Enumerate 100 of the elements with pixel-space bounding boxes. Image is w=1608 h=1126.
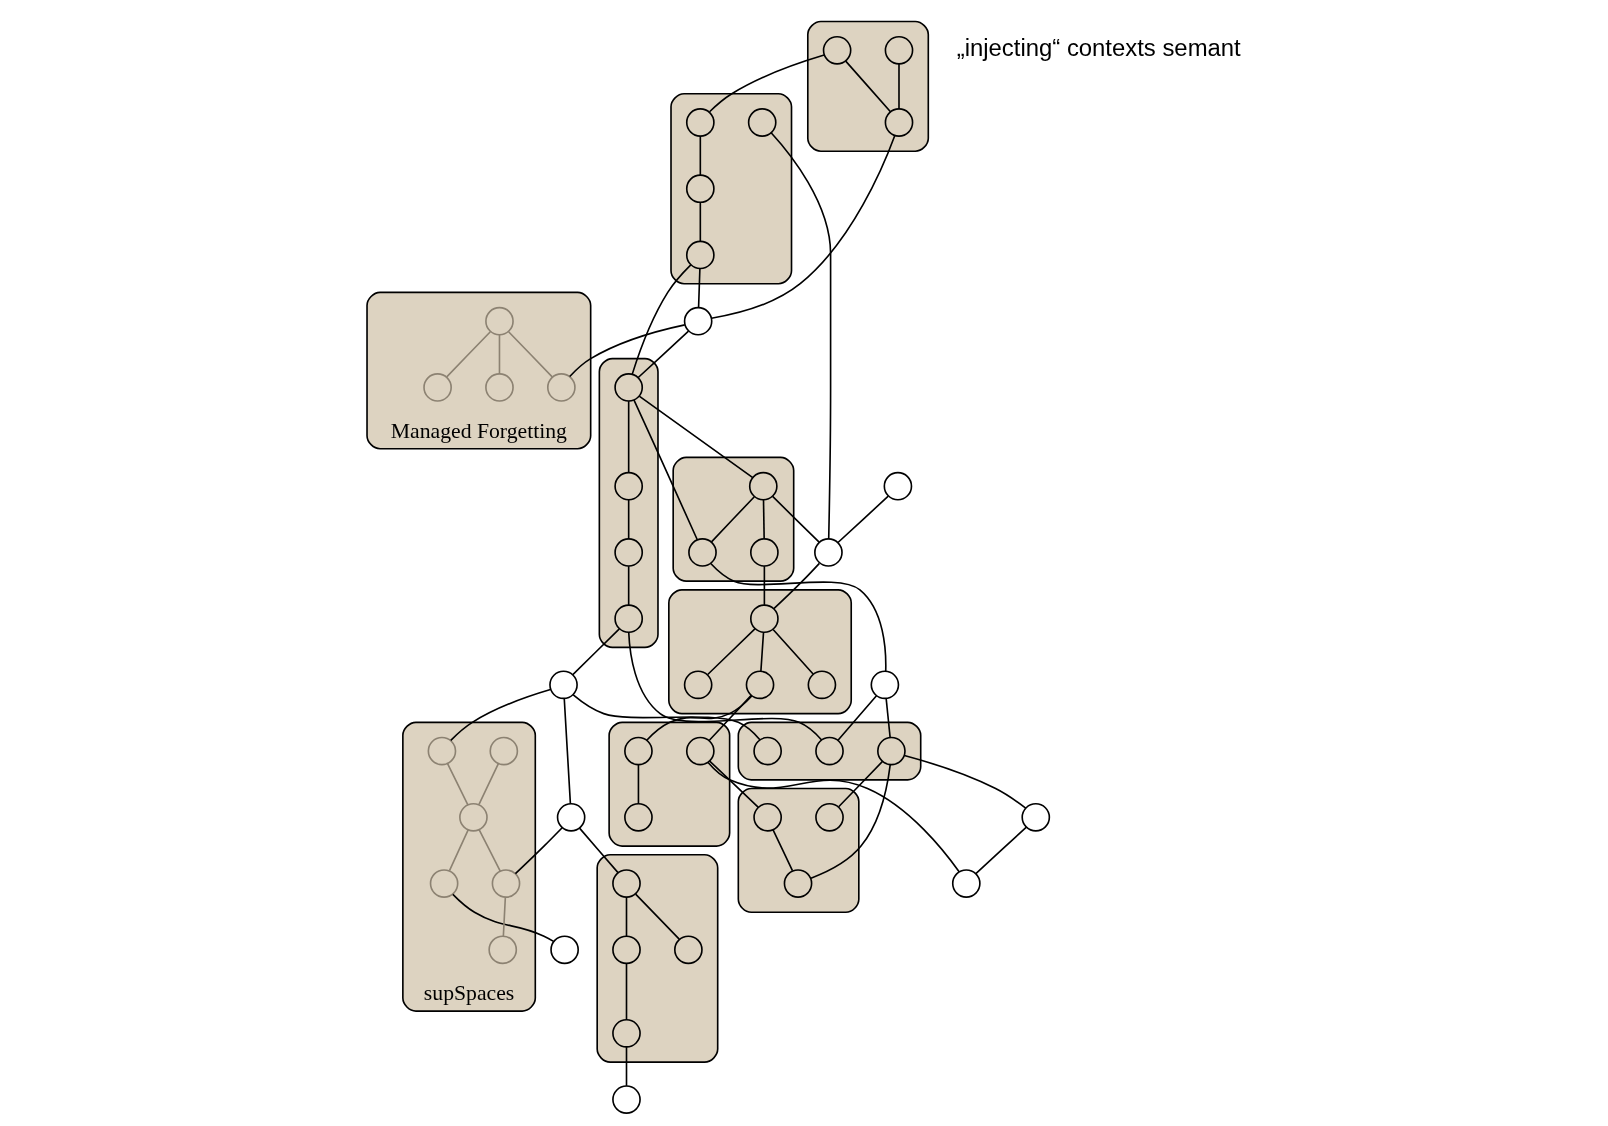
connector [710,134,896,320]
node-circle [614,604,644,634]
connector [708,54,825,113]
connector [844,60,892,113]
cluster [598,357,659,649]
connector [697,267,701,309]
cluster [596,853,719,1063]
node-circle [674,935,703,965]
node-circle [550,935,579,965]
connector [773,562,821,610]
node-circle [614,538,644,567]
connector [709,562,887,672]
node-circle [685,240,715,270]
node-circle [614,373,644,402]
node-circle [624,802,653,832]
connector [448,829,469,872]
connector [637,330,690,379]
connector [563,697,572,805]
connector [572,628,621,676]
node-circle [951,869,981,898]
connector [699,201,702,243]
connector [898,63,900,110]
node-circle [459,802,488,832]
connector [837,760,884,808]
node-circle [489,736,519,766]
connector [810,763,891,879]
connector [452,893,555,943]
connector [707,761,960,873]
node-circle [884,108,914,137]
cluster: supSpaces [402,721,537,1012]
connector [502,896,507,937]
connector [627,400,630,474]
node-circle [750,538,779,567]
connector [625,896,628,937]
node-circle [612,1085,641,1114]
connector [710,495,756,543]
connector [885,697,891,739]
node-circle [747,108,777,137]
connector [708,760,760,809]
node-circle [549,670,578,700]
cluster [807,20,930,153]
connector [771,495,820,543]
node-circle [485,306,514,336]
node-circle [745,670,775,700]
connector [446,762,469,806]
connector [760,631,765,672]
connector [699,135,702,176]
connector [837,495,890,544]
node-circle [427,736,457,766]
connector [631,264,692,375]
node-circle [750,604,779,634]
connector [445,330,492,378]
node-circle [685,108,715,137]
node-circle [870,670,900,700]
node-circle [556,802,586,832]
connector [627,631,823,741]
node-circle [688,538,717,567]
node-circle [423,373,452,402]
connector [975,826,1027,875]
connector [627,499,630,540]
connector [478,829,502,872]
connector [708,694,753,742]
connector [625,1046,628,1087]
node-circle [748,471,778,501]
label: „injecting“ contexts semant [956,34,1241,62]
node-circle [614,471,644,501]
node-circle [815,736,844,766]
node-circle [685,174,715,204]
connector [514,826,563,875]
connector [837,694,878,741]
connector [645,695,753,741]
node-circle [683,670,713,700]
cluster [670,92,793,285]
node-circle [429,869,459,898]
node-circle [884,35,914,65]
connector [903,754,1027,809]
node-circle [815,802,844,832]
node-circle [1021,802,1051,832]
cluster [737,721,922,781]
node-circle [753,736,782,766]
connector [762,499,765,540]
cluster [608,721,731,847]
cluster: Managed Forgetting [366,291,592,450]
node-circle [612,935,641,965]
connector [634,893,681,940]
node-circle [822,35,852,65]
node-circle [883,471,913,501]
node-circle [485,373,514,402]
connector [498,334,501,375]
connector [637,764,640,805]
node-circle [877,736,906,766]
cluster [668,589,853,715]
connector [572,694,761,741]
connector [478,762,500,806]
connector [625,962,628,1021]
connector [578,827,619,874]
node-circle [624,736,653,766]
cluster [672,456,795,582]
node-circle [685,736,715,766]
node-circle [753,802,782,832]
